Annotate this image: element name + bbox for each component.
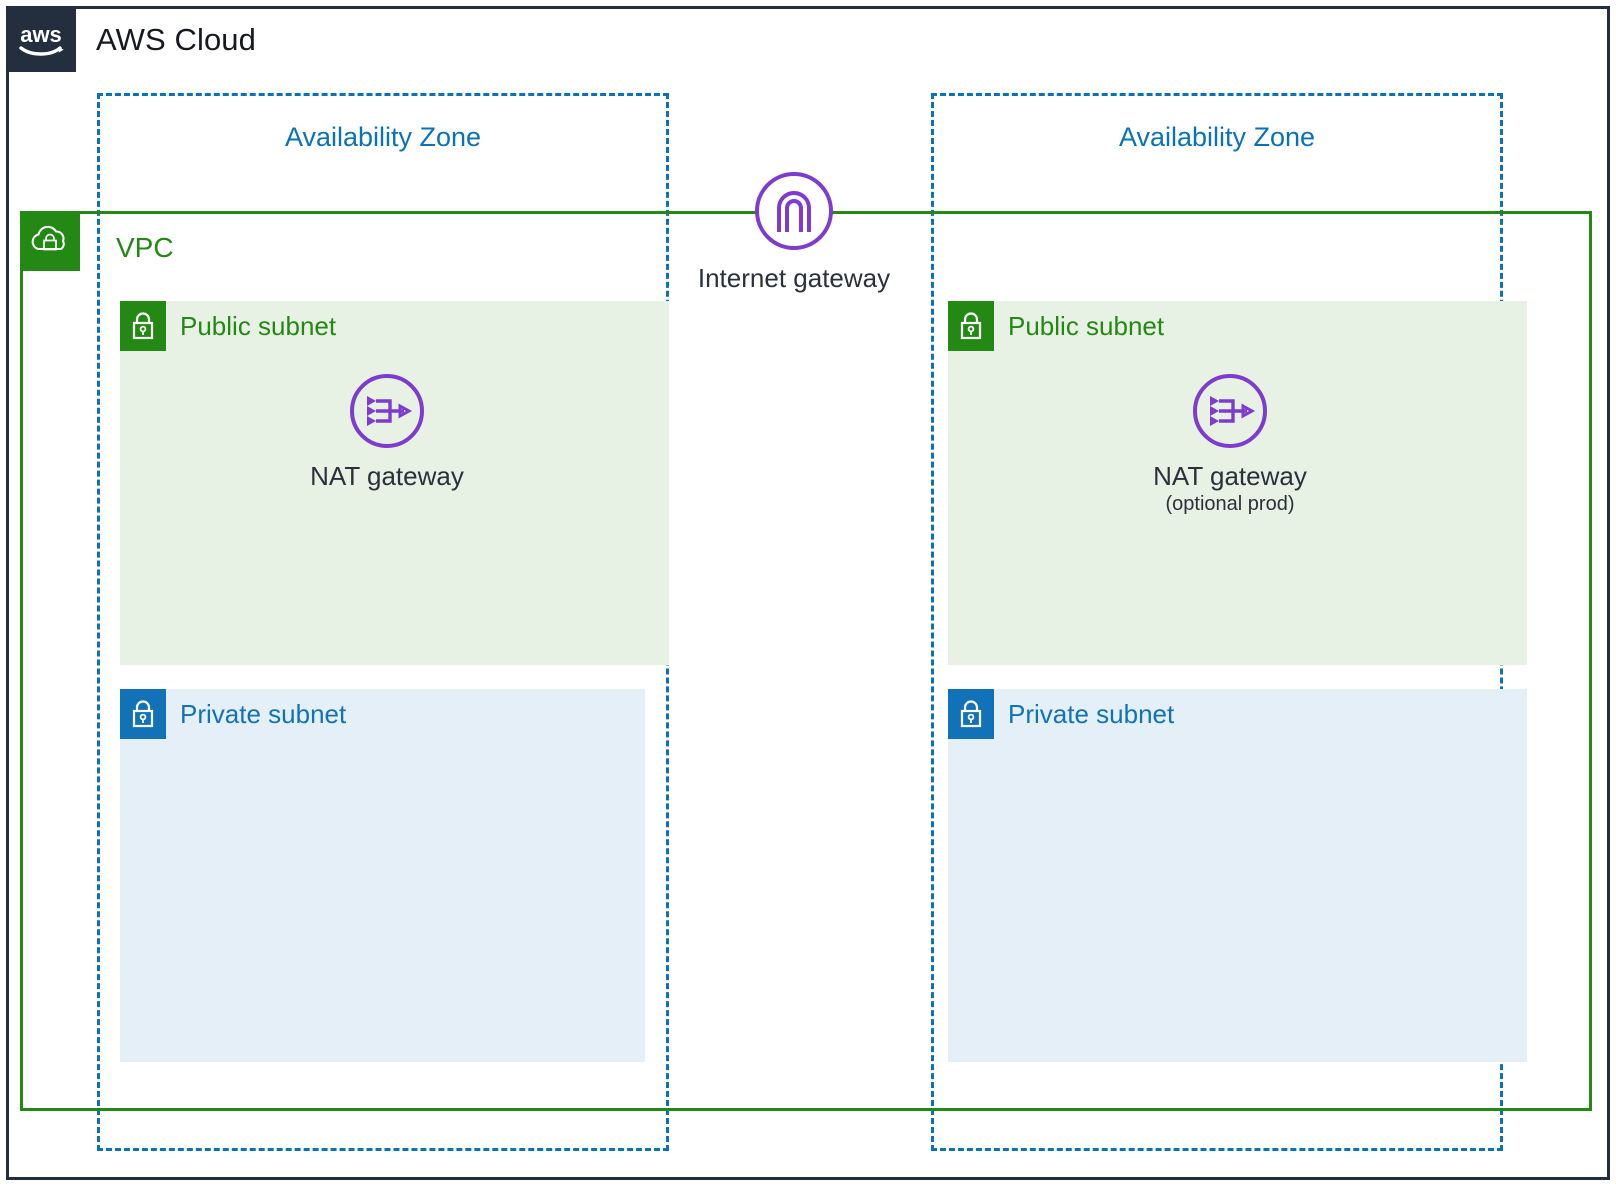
internet-gateway-label: Internet gateway — [697, 263, 891, 293]
vpc-cloud-lock-icon — [20, 211, 80, 271]
nat-gateway-right-label: NAT gateway — [1153, 461, 1307, 491]
public-subnet-left-header: Public subnet — [120, 301, 336, 351]
private-subnet-right-label: Private subnet — [1008, 698, 1175, 729]
padlock-icon — [948, 301, 994, 351]
svg-text:aws: aws — [20, 22, 62, 47]
vpc-label: VPC — [116, 232, 174, 263]
nat-gateway-right-node[interactable]: NAT gateway (optional prod) — [1080, 372, 1380, 516]
private-subnet-left-label: Private subnet — [180, 698, 347, 729]
vpc-boundary — [20, 211, 1592, 1111]
nat-gateway-icon — [237, 372, 537, 455]
internet-gateway-node[interactable]: Internet gateway — [644, 170, 944, 294]
availability-zone-right-label: Availability Zone — [1118, 122, 1316, 152]
private-subnet-left: Private subnet — [120, 689, 645, 1062]
nat-gateway-left-label: NAT gateway — [310, 461, 464, 491]
padlock-icon — [120, 301, 166, 351]
padlock-icon — [120, 689, 166, 739]
nat-gateway-right-sublabel: (optional prod) — [1165, 492, 1295, 515]
nat-gateway-icon — [1080, 372, 1380, 455]
nat-gateway-left-node[interactable]: NAT gateway — [237, 372, 537, 492]
private-subnet-right-header: Private subnet — [948, 689, 1174, 739]
public-subnet-right-label: Public subnet — [1008, 310, 1165, 341]
public-subnet-right-header: Public subnet — [948, 301, 1164, 351]
public-subnet-right: Public subnet — [948, 301, 1527, 665]
aws-logo-icon: aws — [6, 6, 76, 72]
internet-gateway-icon — [644, 170, 944, 257]
private-subnet-right: Private subnet — [948, 689, 1527, 1062]
page-title: AWS Cloud — [96, 22, 256, 57]
padlock-icon — [948, 689, 994, 739]
availability-zone-left-label: Availability Zone — [284, 122, 482, 152]
private-subnet-left-header: Private subnet — [120, 689, 346, 739]
public-subnet-left: Public subnet — [120, 301, 669, 665]
public-subnet-left-label: Public subnet — [180, 310, 337, 341]
